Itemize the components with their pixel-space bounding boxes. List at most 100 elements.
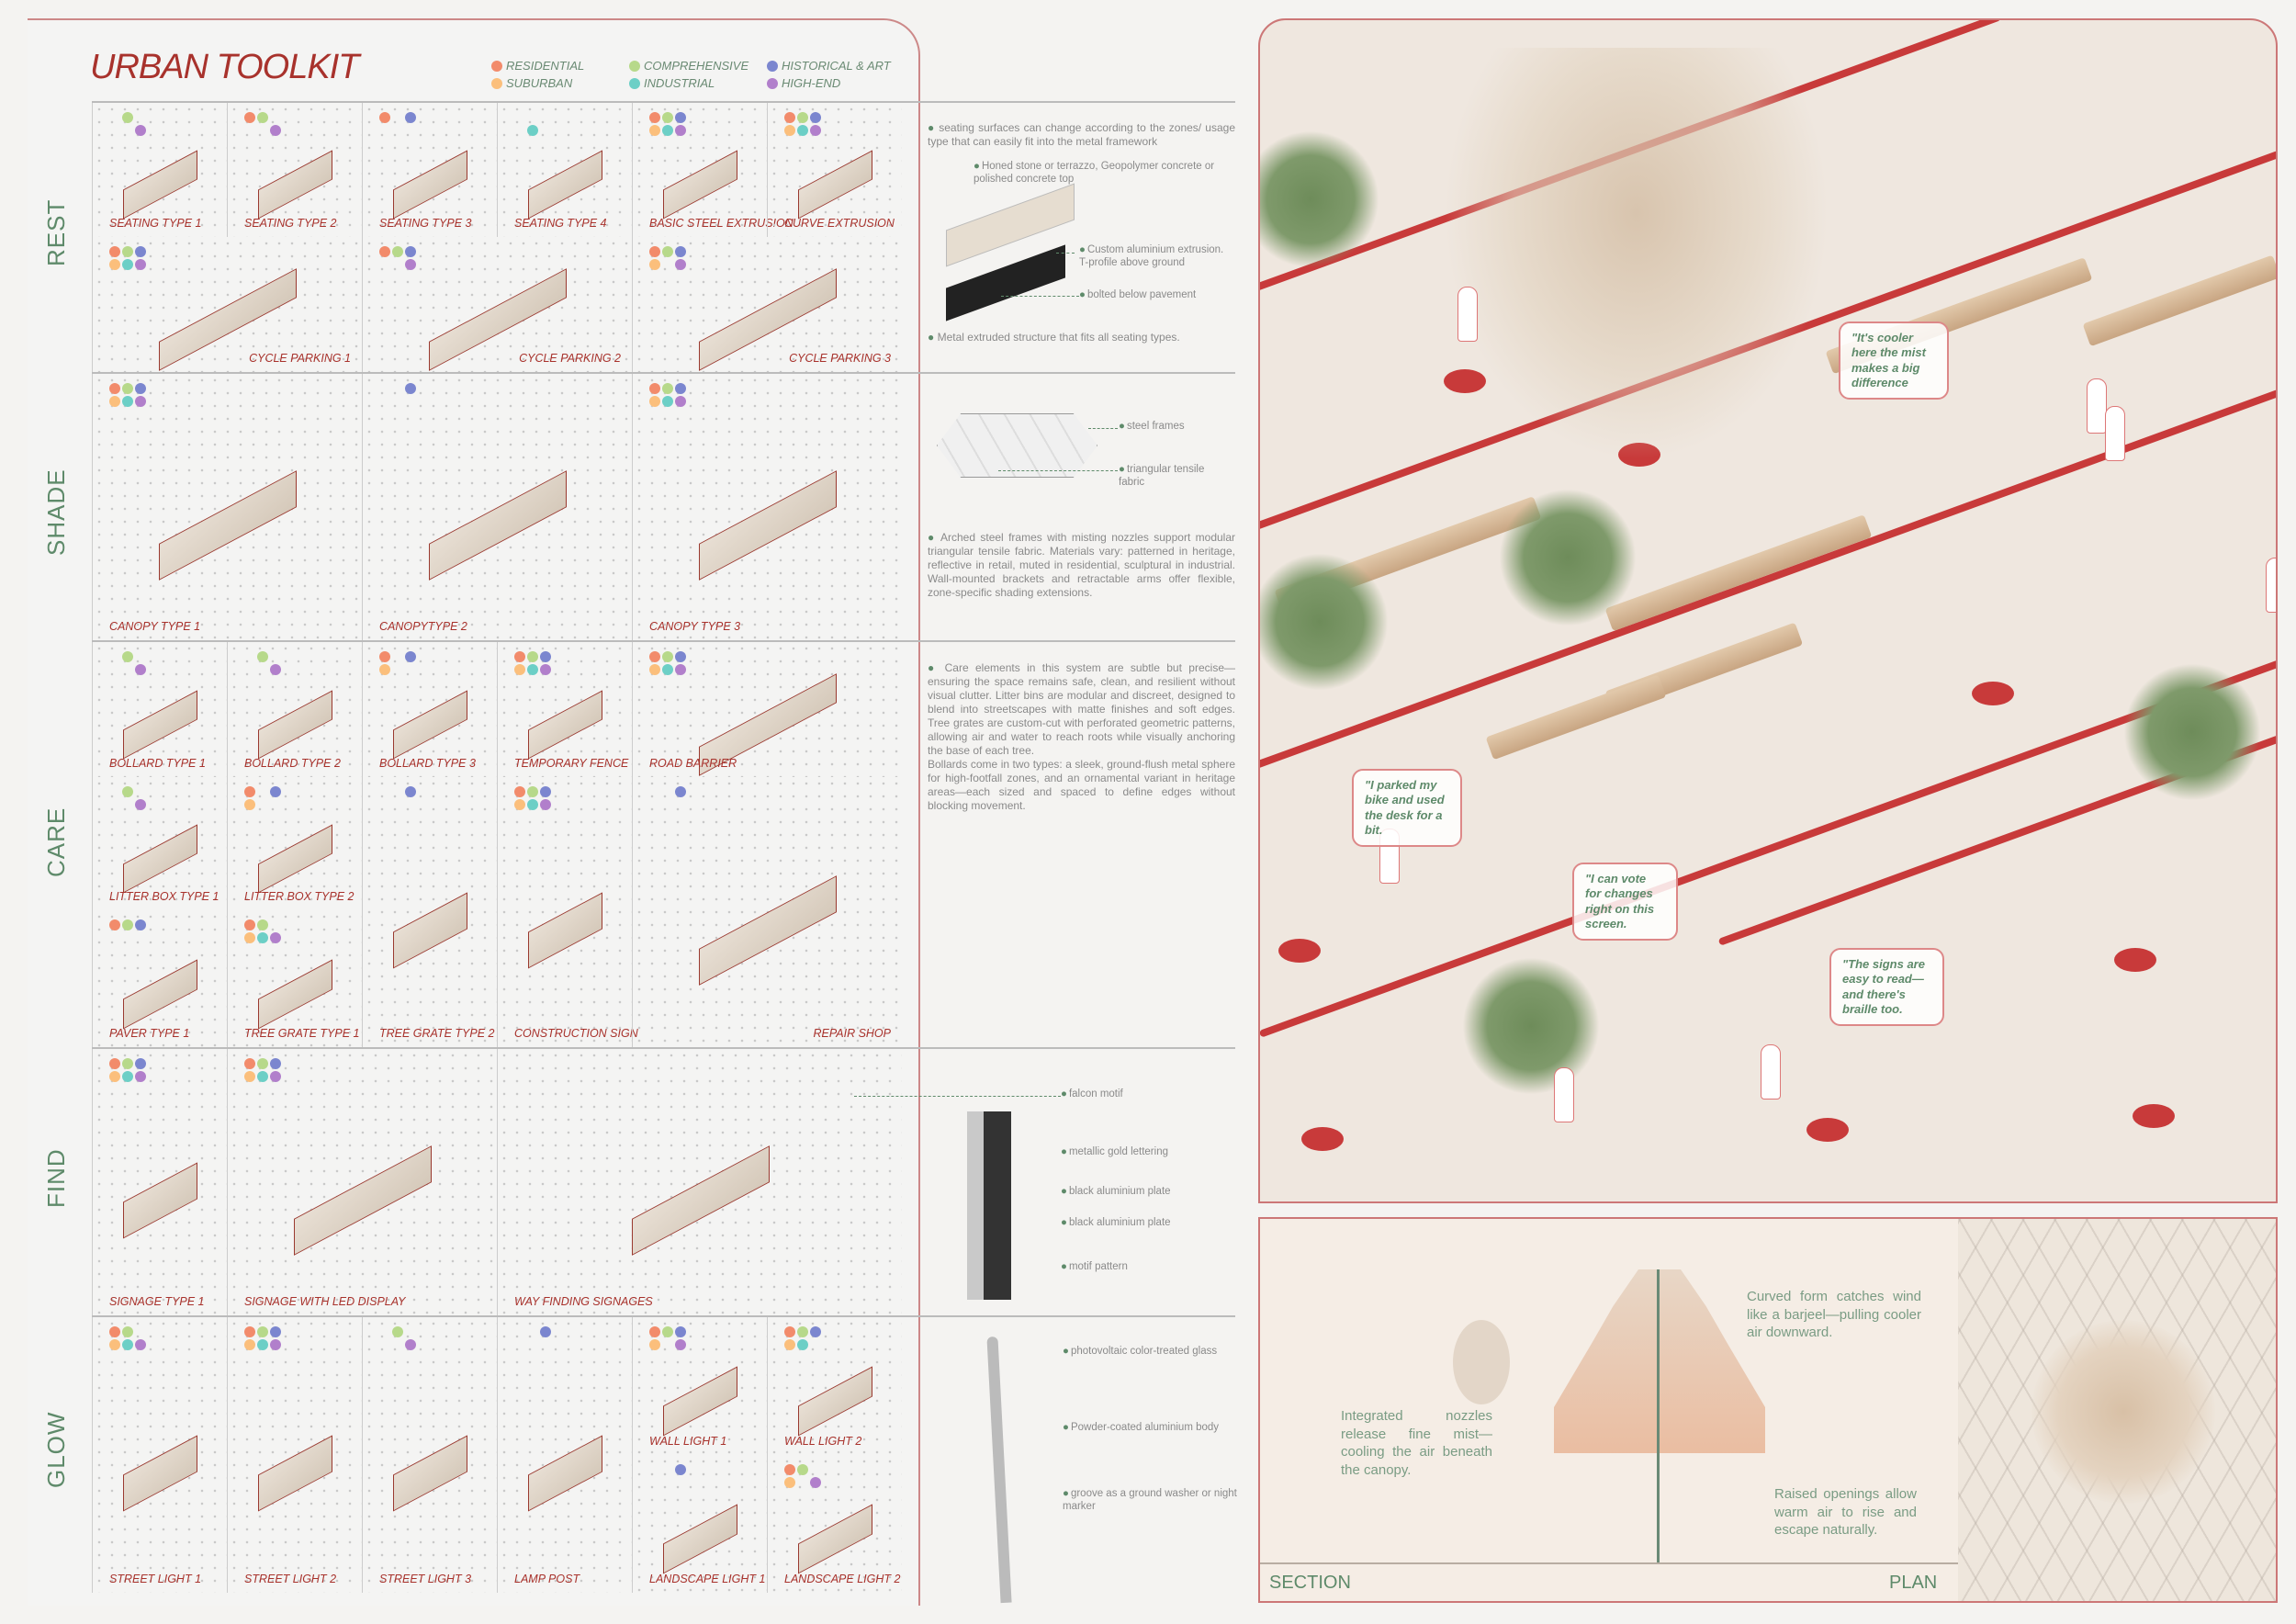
toolkit-item-card[interactable]: CANOPYTYPE 2 (362, 374, 632, 640)
toolkit-item-card[interactable]: CYCLE PARKING 1 (92, 237, 362, 372)
zone-dot-icon (662, 1477, 673, 1488)
zone-dot-icon (122, 799, 133, 810)
rest-extrusion-callout: Custom aluminium extrusion. T-profile ab… (1079, 244, 1235, 270)
section-label-find: FIND (42, 1148, 70, 1208)
toolkit-item-card[interactable]: BOLLARD TYPE 3 (362, 642, 497, 777)
toolkit-item-card[interactable]: SEATING TYPE 2 (227, 103, 362, 237)
toolkit-item-card[interactable]: LANDSCAPE LIGHT 1 (632, 1455, 767, 1593)
toolkit-item-card[interactable]: WALL LIGHT 1 (632, 1317, 767, 1455)
toolkit-item-card[interactable]: LANDSCAPE LIGHT 2 (767, 1455, 902, 1593)
zone-dot-icon (675, 125, 686, 136)
zone-dot-icon (135, 1058, 146, 1069)
zone-dot-icon (540, 112, 551, 123)
shade-frames-callout: steel frames (1119, 421, 1185, 434)
item-illustration (123, 1435, 197, 1512)
toolkit-item-card[interactable]: BASIC STEEL EXTRUSION (632, 103, 793, 237)
legend-label: HIGH-END (782, 76, 841, 90)
toolkit-item-card[interactable]: TREE GRATE TYPE 2 (362, 777, 497, 1047)
bench (1485, 674, 1667, 761)
zone-dot-icon (514, 1339, 525, 1350)
zone-dot-icon (540, 125, 551, 136)
zone-dot-icon (257, 799, 268, 810)
toolkit-item-card[interactable]: LITTER BOX TYPE 2 (227, 777, 362, 910)
zone-dot-icon (675, 651, 686, 662)
item-illustration (159, 470, 297, 581)
groove-callout: groove as a ground washer or night marke… (1063, 1488, 1237, 1514)
toolkit-item-card[interactable]: CONSTRUCTION SIGN (497, 777, 638, 1047)
zone-dot-icon (109, 932, 120, 943)
section-label-glow: GLOW (42, 1411, 70, 1488)
toolkit-item-card[interactable]: REPAIR SHOP (632, 777, 902, 1047)
item-illustration (429, 470, 567, 581)
zone-dot-icon (109, 919, 120, 930)
zone-dot-icon (662, 396, 673, 407)
zone-dot-icon (540, 664, 551, 675)
ground-line (1260, 1562, 2142, 1564)
toolkit-item-card[interactable]: CURVE EXTRUSION (767, 103, 902, 237)
toolkit-item-card[interactable]: ROAD BARRIER (632, 642, 902, 777)
item-illustration (528, 690, 602, 760)
pv-glass-callout: photovoltaic color-treated glass (1063, 1346, 1228, 1359)
zone-dot-icon (649, 246, 660, 257)
zone-dot-icon (244, 799, 255, 810)
toolkit-item-card[interactable]: BOLLARD TYPE 1 (92, 642, 227, 777)
toolkit-item-card[interactable]: SEATING TYPE 3 (362, 103, 497, 237)
zone-dot-icon (514, 125, 525, 136)
toolkit-item-card[interactable]: WAY FINDING SIGNAGES (497, 1049, 902, 1315)
toolkit-item-card[interactable]: CYCLE PARKING 3 (632, 237, 902, 372)
palm-tree (1260, 553, 1389, 691)
toolkit-item-card[interactable]: STREET LIGHT 1 (92, 1317, 227, 1593)
item-label: CONSTRUCTION SIGN (514, 1027, 638, 1040)
toolkit-item-card[interactable]: CANOPY TYPE 1 (92, 374, 362, 640)
zone-dot-icon (405, 786, 416, 797)
item-label: SEATING TYPE 2 (244, 217, 337, 230)
rest-intro-note: ● seating surfaces can change according … (928, 121, 1235, 148)
item-label: WAY FINDING SIGNAGES (514, 1295, 653, 1308)
zone-dot-icon (405, 396, 416, 407)
zone-dot-icon (675, 246, 686, 257)
zone-dot-icon (405, 664, 416, 675)
item-label: SEATING TYPE 4 (514, 217, 607, 230)
toolkit-item-card[interactable]: BOLLARD TYPE 2 (227, 642, 362, 777)
toolkit-item-card[interactable]: CYCLE PARKING 2 (362, 237, 632, 372)
toolkit-item-card[interactable]: SIGNAGE TYPE 1 (92, 1049, 227, 1315)
zone-dot-icon (675, 112, 686, 123)
toolkit-item-card[interactable]: CANOPY TYPE 3 (632, 374, 902, 640)
zone-dot-icon (784, 1339, 795, 1350)
toolkit-item-card[interactable]: LITTER BOX TYPE 1 (92, 777, 227, 910)
shade-description: ● Arched steel frames with misting nozzl… (928, 531, 1235, 599)
zone-dot-icon (109, 125, 120, 136)
zone-tags (244, 1058, 281, 1082)
zone-dot-icon (135, 112, 146, 123)
zone-dot-icon (675, 259, 686, 270)
zone-dot-icon (244, 651, 255, 662)
zone-dot-icon (244, 1339, 255, 1350)
legend-item: HISTORICAL & ART (767, 59, 914, 73)
zone-dot-icon (784, 112, 795, 123)
zone-tags (109, 246, 146, 270)
toolkit-item-card[interactable]: STREET LIGHT 3 (362, 1317, 497, 1593)
zone-dot-icon (392, 383, 403, 394)
zone-tags (649, 786, 686, 810)
toolkit-item-card[interactable]: SEATING TYPE 1 (92, 103, 227, 237)
toolkit-item-card[interactable]: SEATING TYPE 4 (497, 103, 632, 237)
zone-dot-icon (810, 125, 821, 136)
zone-dot-icon (270, 112, 281, 123)
toolkit-item-card[interactable]: SIGNAGE WITH LED DISPLAY (227, 1049, 497, 1315)
toolkit-item-card[interactable]: LAMP POST (497, 1317, 632, 1593)
toolkit-item-card[interactable]: TEMPORARY FENCE (497, 642, 632, 777)
section-plan-panel: Curved form catches wind like a barjeel—… (1258, 1217, 2278, 1603)
pedestrian-figure (1458, 287, 1478, 342)
plate2-callout: black aluminium plate (1061, 1217, 1171, 1230)
zone-dot-icon (405, 125, 416, 136)
canopy-plan-drawing (1958, 1219, 2276, 1601)
legend-label: HISTORICAL & ART (782, 59, 891, 73)
toolkit-item-card[interactable]: TREE GRATE TYPE 1 (227, 910, 362, 1047)
toolkit-item-card[interactable]: WALL LIGHT 2 (767, 1317, 902, 1455)
zone-dot-icon (122, 651, 133, 662)
toolkit-item-card[interactable]: PAVER TYPE 1 (92, 910, 227, 1047)
zone-tags (649, 1326, 686, 1350)
leader-line (854, 1096, 1061, 1097)
rest-pad (1972, 682, 2014, 705)
toolkit-item-card[interactable]: STREET LIGHT 2 (227, 1317, 362, 1593)
